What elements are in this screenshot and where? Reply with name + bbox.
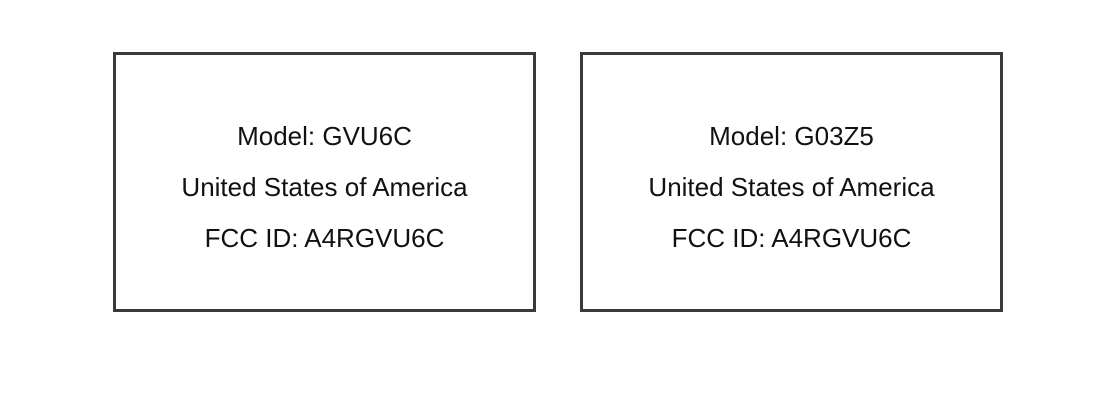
fcc-id-text: FCC ID: A4RGVU6C xyxy=(671,223,912,253)
fcc-id-text: FCC ID: A4RGVU6C xyxy=(204,223,445,253)
label-text-group: Model: GVU6C United States of America FC… xyxy=(116,123,533,276)
label-text-group: Model: G03Z5 United States of America FC… xyxy=(583,123,1000,276)
model-text: Model: GVU6C xyxy=(237,121,412,151)
regulatory-label-1: Model: GVU6C United States of America FC… xyxy=(113,52,536,312)
country-text: United States of America xyxy=(181,172,468,202)
regulatory-label-2: Model: G03Z5 United States of America FC… xyxy=(580,52,1003,312)
model-text: Model: G03Z5 xyxy=(709,121,874,151)
country-text: United States of America xyxy=(648,172,935,202)
